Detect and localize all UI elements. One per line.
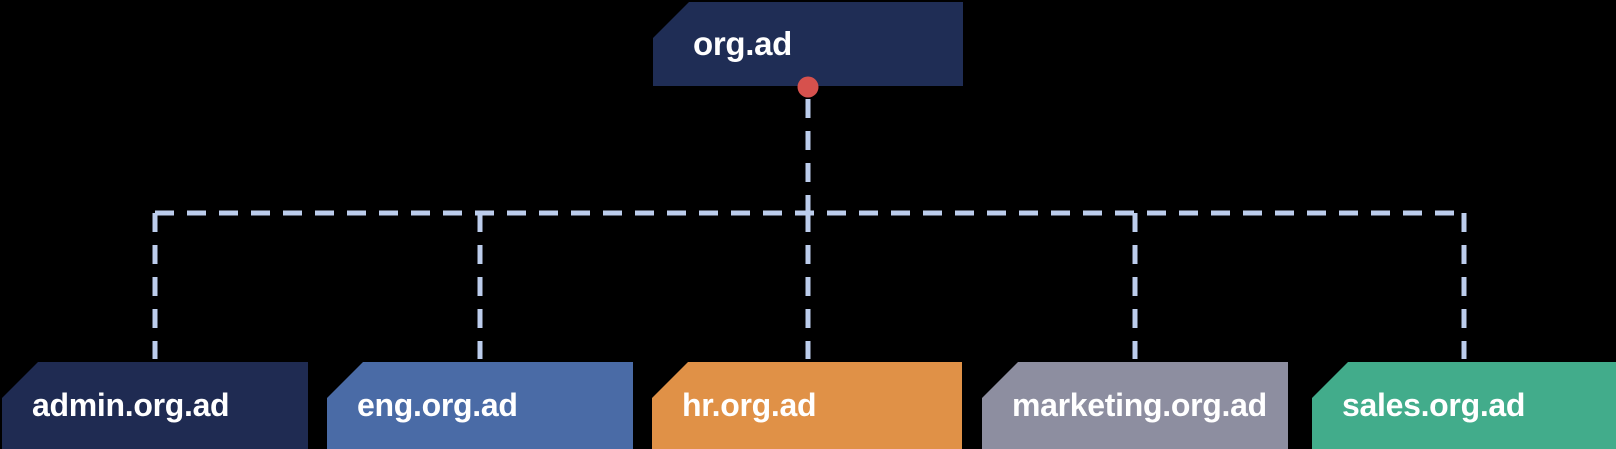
node-label: org.ad [693,25,793,62]
node-label: marketing.org.ad [1012,387,1267,423]
node-sales-org-ad: sales.org.ad [1312,362,1616,449]
connector-lines [152,99,1467,359]
node-marketing-org-ad: marketing.org.ad [982,362,1288,449]
node-label: admin.org.ad [32,387,230,423]
node-admin-org-ad: admin.org.ad [2,362,308,449]
node-label: sales.org.ad [1342,387,1526,423]
node-label: eng.org.ad [357,387,518,423]
node-org-ad: org.ad [653,2,963,86]
node-hr-org-ad: hr.org.ad [652,362,962,449]
node-label: hr.org.ad [682,387,817,423]
node-eng-org-ad: eng.org.ad [327,362,633,449]
